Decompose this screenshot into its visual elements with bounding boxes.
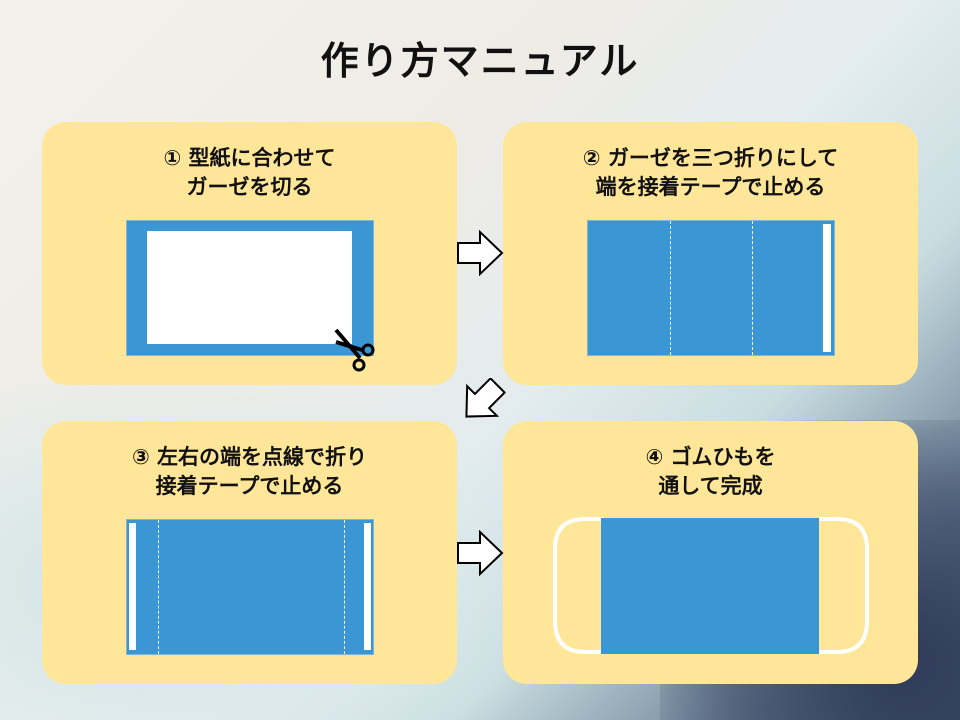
arrow-down-left-icon — [465, 378, 506, 418]
fold-line — [158, 520, 159, 654]
gauze-fabric — [587, 220, 835, 356]
step-caption: ③ 左右の端を点線で折り 接着テープで止める — [42, 443, 457, 501]
scissors-icon — [334, 328, 375, 372]
step-caption: ① 型紙に合わせて ガーゼを切る — [42, 144, 457, 202]
elastic-loops — [553, 517, 869, 654]
finished-mask — [601, 518, 819, 654]
step-caption-line1: ① 型紙に合わせて — [163, 146, 336, 170]
paper-pattern — [147, 231, 352, 344]
fold-line — [670, 221, 671, 355]
fold-line — [344, 520, 345, 654]
step-caption: ④ ゴムひもを 通して完成 — [503, 443, 918, 501]
gauze-fabric — [126, 519, 374, 655]
step-card-3: ③ 左右の端を点線で折り 接着テープで止める — [42, 421, 457, 684]
adhesive-tape-right — [364, 523, 371, 650]
step-caption-line2: 接着テープで止める — [155, 474, 344, 498]
step-caption-line2: ガーゼを切る — [186, 175, 313, 199]
arrow-right-icon — [457, 530, 504, 576]
step-caption-line1: ③ 左右の端を点線で折り — [131, 445, 368, 469]
step-caption-line1: ④ ゴムひもを — [645, 445, 776, 469]
fold-line — [752, 221, 753, 355]
step-card-2: ② ガーゼを三つ折りにして 端を接着テープで止める — [503, 122, 918, 385]
step-caption-line2: 通して完成 — [658, 474, 763, 498]
adhesive-tape-left — [129, 523, 136, 650]
adhesive-tape — [823, 224, 831, 352]
arrow-right-icon — [457, 230, 504, 276]
step-caption: ② ガーゼを三つ折りにして 端を接着テープで止める — [503, 144, 918, 202]
step-caption-line2: 端を接着テープで止める — [595, 175, 826, 199]
step-card-4: ④ ゴムひもを 通して完成 — [503, 421, 918, 684]
step-caption-line1: ② ガーゼを三つ折りにして — [582, 146, 839, 170]
step-card-1: ① 型紙に合わせて ガーゼを切る — [42, 122, 457, 385]
page-title: 作り方マニュアル — [320, 39, 640, 83]
